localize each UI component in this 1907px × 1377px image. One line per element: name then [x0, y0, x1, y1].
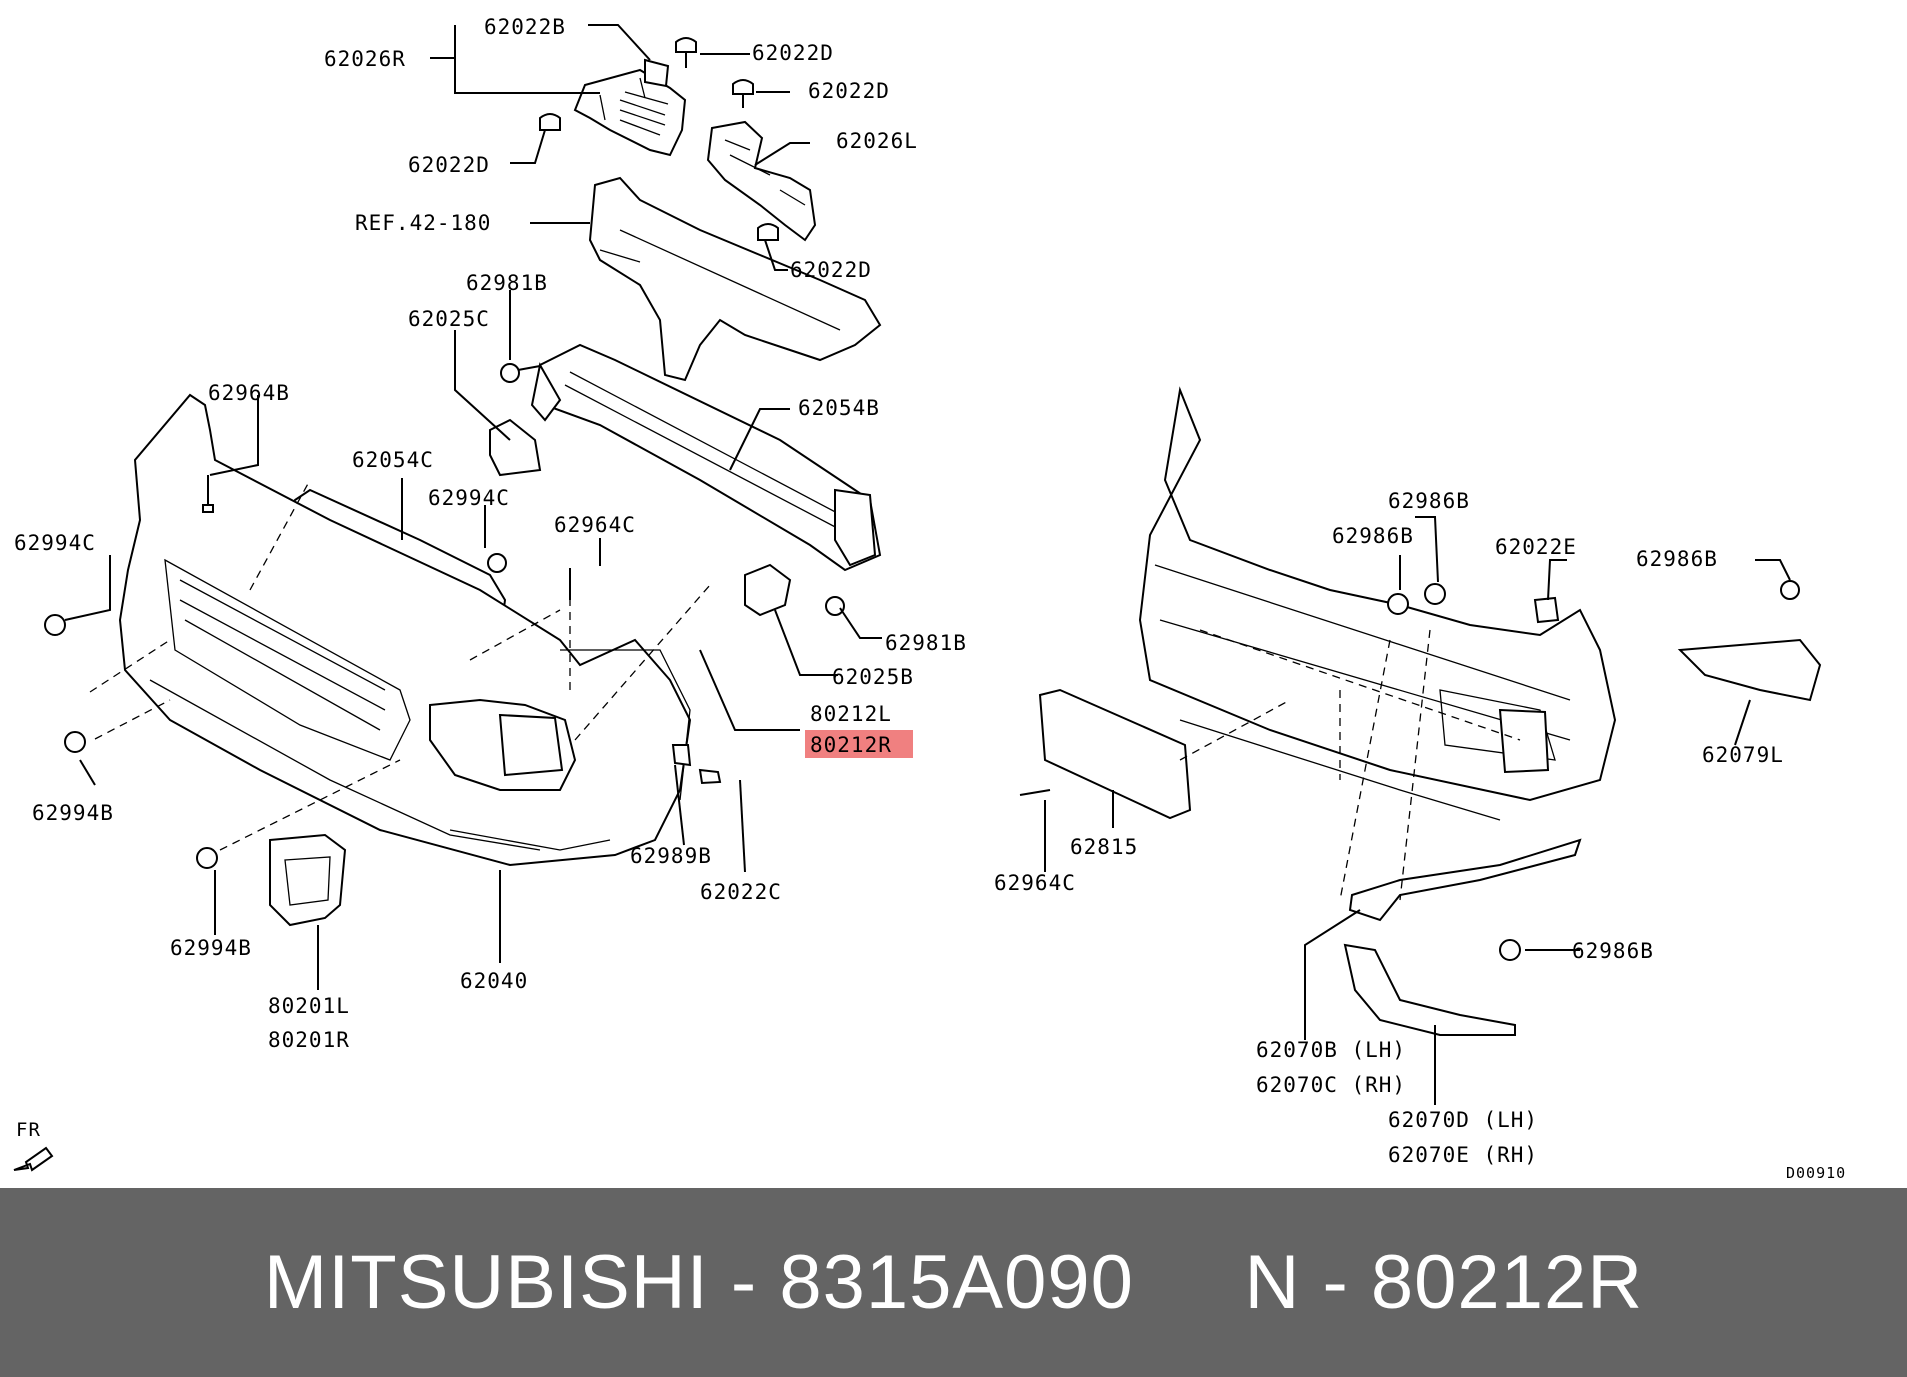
label-62986B-a: 62986B — [1388, 489, 1470, 513]
label-62022D-b: 62022D — [808, 79, 890, 103]
label-62070B: 62070B (LH) — [1256, 1038, 1406, 1062]
bolt-62981B-top — [500, 363, 541, 383]
front-arrow-icon — [13, 1146, 54, 1172]
label-62025C: 62025C — [408, 307, 490, 331]
clip-62989B — [671, 744, 692, 767]
garnish-62079L — [1677, 638, 1822, 702]
parts-diagram: 62022B 62026R 62022D 62022D 62022D 62026… — [13, 15, 1846, 1182]
part-footer: MITSUBISHI - 8315A090 N - 80212R — [0, 1188, 1907, 1377]
bolts-62986B — [1387, 580, 1800, 961]
clip-62022B — [644, 58, 670, 88]
label-62025B: 62025B — [832, 665, 914, 689]
clip-62022D-lower — [757, 223, 779, 241]
ref-42-180-support — [588, 176, 882, 382]
label-62026L: 62026L — [836, 129, 918, 153]
label-62994C-b: 62994C — [428, 486, 510, 510]
label-62964C-b: 62964C — [994, 871, 1076, 895]
label-62022B: 62022B — [484, 15, 566, 39]
label-62054B: 62054B — [798, 396, 880, 420]
clip-62022D-right — [732, 79, 754, 108]
label-62070C: 62070C (RH) — [1256, 1073, 1406, 1097]
label-62022D-c: 62022D — [408, 153, 490, 177]
label-62981B-b: 62981B — [885, 631, 967, 655]
label-ref-42-180: REF.42-180 — [355, 211, 491, 235]
bolt-62981B-right — [825, 596, 845, 616]
molding-62070B — [1348, 838, 1582, 922]
label-62989B: 62989B — [630, 844, 712, 868]
label-62964B: 62964B — [208, 381, 290, 405]
front-bumper-62040 — [118, 393, 692, 867]
rear-view-bumper — [1138, 386, 1617, 821]
diagram-code: D00910 — [1786, 1164, 1846, 1182]
label-62994C-a: 62994C — [14, 531, 96, 555]
bolt-62994C-center — [487, 553, 507, 573]
bezel-80201L — [269, 833, 347, 927]
label-62040: 62040 — [460, 969, 528, 993]
footer-part-number: MITSUBISHI - 8315A090 N - 80212R — [263, 1240, 1644, 1325]
label-62070E: 62070E (RH) — [1388, 1143, 1538, 1167]
label-62815: 62815 — [1070, 835, 1138, 859]
clip-62022D-left — [539, 113, 561, 131]
label-62054C: 62054C — [352, 448, 434, 472]
label-62994B-a: 62994B — [32, 801, 114, 825]
label-62026R: 62026R — [324, 47, 406, 71]
leader-lines — [64, 24, 1791, 1105]
label-80212R: 80212R — [810, 733, 892, 757]
pin-62964B — [202, 475, 214, 513]
label-62070D: 62070D (LH) — [1388, 1108, 1538, 1132]
label-62986B-d: 62986B — [1572, 939, 1654, 963]
label-62981B-a: 62981B — [466, 271, 548, 295]
label-80212L: 80212L — [810, 702, 892, 726]
label-62022E: 62022E — [1495, 535, 1577, 559]
label-80201R: 80201R — [268, 1028, 350, 1052]
label-80201L: 80201L — [268, 994, 350, 1018]
bracket-62026L — [706, 120, 817, 242]
molding-62070D — [1343, 943, 1516, 1036]
label-62079L: 62079L — [1702, 743, 1784, 767]
label-62964C-a: 62964C — [554, 513, 636, 537]
bolt-62994B-lower — [196, 847, 218, 869]
label-62986B-b: 62986B — [1332, 524, 1414, 548]
label-62986B-c: 62986B — [1636, 547, 1718, 571]
plate-bracket-62815 — [1038, 688, 1192, 820]
bolt-62994B-left — [64, 731, 86, 753]
reinforcement-62054B — [530, 343, 882, 572]
label-62022D-a: 62022D — [752, 41, 834, 65]
clip-62022E — [1533, 596, 1560, 624]
bracket-62026R — [573, 68, 687, 157]
clip-62022C — [698, 768, 722, 785]
selected-part-highlight — [805, 730, 913, 758]
bolt-62994C-left — [44, 614, 66, 636]
clip-62022D-top — [675, 37, 697, 68]
bracket-62025B — [744, 563, 792, 617]
pin-62964C-right — [1019, 789, 1051, 796]
label-fr: FR — [16, 1119, 41, 1141]
label-62022D-d: 62022D — [790, 258, 872, 282]
label-62022C: 62022C — [700, 880, 782, 904]
label-62994B-b: 62994B — [170, 936, 252, 960]
